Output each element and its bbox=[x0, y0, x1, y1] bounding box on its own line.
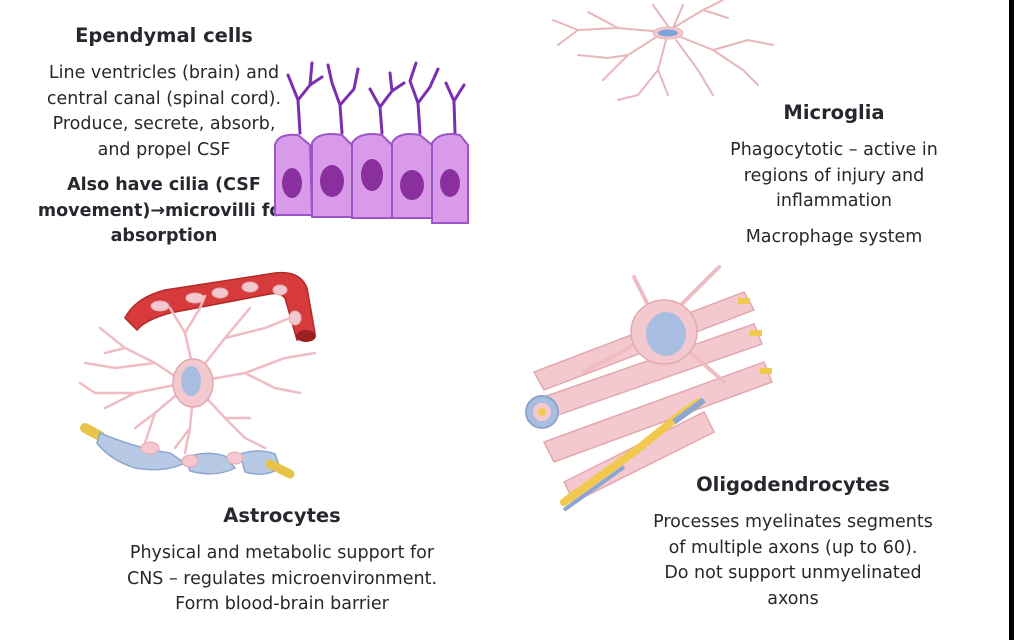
astrocytes-illustration bbox=[78, 271, 317, 479]
ependymal-text-block: Ependymal cells Line ventricles (brain) … bbox=[16, 24, 312, 250]
right-border bbox=[1009, 0, 1014, 640]
microglia-desc-line: Phagocytotic – active in bbox=[730, 140, 938, 160]
ependymal-bold-line: movement)→microvilli for bbox=[37, 200, 291, 221]
ependymal-cells-illustration bbox=[274, 61, 469, 224]
ependymal-desc-line: Line ventricles (brain) and bbox=[48, 63, 280, 83]
oligodendrocytes-desc-line: Do not support unmyelinated bbox=[664, 563, 922, 583]
astrocytes-text-block: Astrocytes Physical and metabolic suppor… bbox=[96, 504, 468, 618]
astrocytes-title: Astrocytes bbox=[223, 504, 341, 527]
microglia-illustration bbox=[552, 0, 774, 101]
ependymal-bold-line: Also have cilia (CSF bbox=[67, 175, 261, 195]
microglia-title: Microglia bbox=[783, 101, 885, 124]
astrocytes-desc-line: Form blood-brain barrier bbox=[175, 594, 389, 614]
oligodendrocytes-desc-line: Processes myelinates segments bbox=[653, 512, 933, 532]
ependymal-bold-line: absorption bbox=[110, 226, 218, 246]
oligodendrocytes-illustration bbox=[525, 265, 773, 512]
microglia-desc-line: inflammation bbox=[775, 191, 893, 211]
ependymal-desc-line: and propel CSF bbox=[97, 139, 231, 160]
ependymal-title: Ependymal cells bbox=[75, 24, 253, 47]
oligodendrocytes-text-block: Oligodendrocytes Processes myelinates se… bbox=[630, 473, 956, 612]
astrocytes-desc-line: Physical and metabolic support for bbox=[129, 543, 435, 563]
microglia-text-block: Microglia Phagocytotic – active in regio… bbox=[708, 101, 960, 250]
oligodendrocytes-desc-line: of multiple axons (up to 60). bbox=[668, 537, 918, 558]
ependymal-desc-line: Produce, secrete, absorb, bbox=[52, 114, 276, 134]
microglia-extra: Macrophage system bbox=[745, 226, 923, 247]
oligodendrocytes-title: Oligodendrocytes bbox=[696, 473, 890, 496]
oligodendrocytes-desc-line: axons bbox=[767, 588, 819, 609]
astrocytes-desc-line: CNS – regulates microenvironment. bbox=[126, 568, 438, 589]
ependymal-desc-line: central canal (spinal cord). bbox=[46, 88, 282, 109]
microglia-desc-line: regions of injury and bbox=[743, 165, 925, 186]
